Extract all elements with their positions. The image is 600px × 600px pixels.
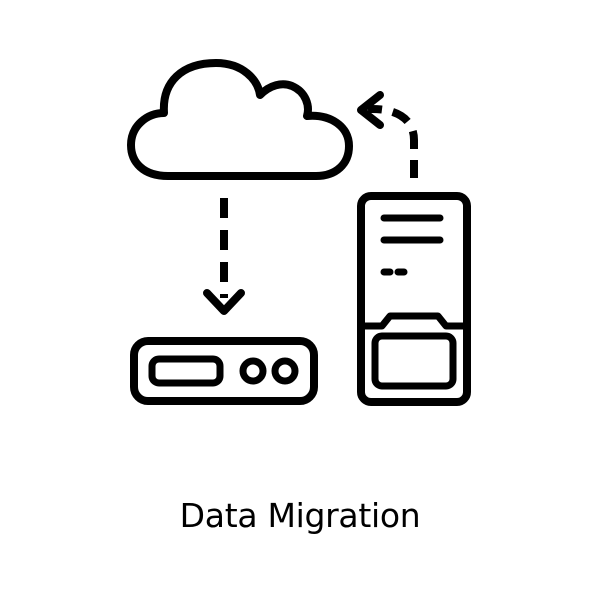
drive-bay-icon	[371, 332, 457, 390]
cloud-icon	[127, 59, 353, 180]
computer-tower-icon	[357, 192, 471, 406]
drive-bay-outline	[357, 312, 471, 330]
dashed-down-arrow-icon	[203, 198, 245, 315]
dashed-curved-arrow-icon	[357, 91, 418, 178]
server-unit-icon	[130, 337, 318, 405]
drive-slot-icon	[148, 355, 224, 387]
indicator-light-icon	[239, 357, 267, 385]
illustration-caption: Data Migration	[179, 496, 421, 535]
indicator-light-icon	[271, 357, 299, 385]
